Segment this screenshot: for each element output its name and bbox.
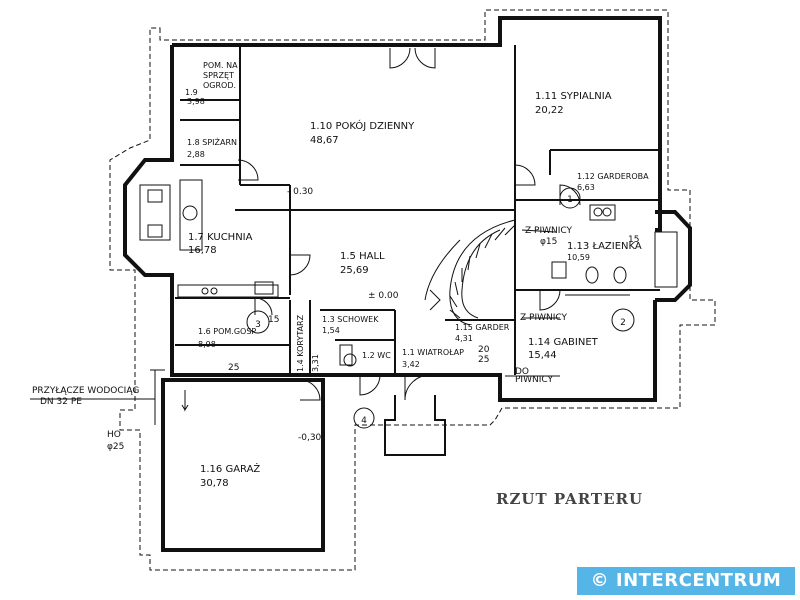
svg-text:1.15 GARDER: 1.15 GARDER — [455, 323, 510, 332]
svg-text:25,69: 25,69 — [340, 265, 369, 276]
svg-text:48,67: 48,67 — [310, 135, 339, 146]
water-line-label: PRZYŁĄCZE WODOCIĄG — [32, 386, 139, 396]
svg-text:1.12 GARDEROBA: 1.12 GARDEROBA — [577, 172, 649, 181]
room-label-1-10: 1.10 POKÓJ DZIENNY 48,67 — [310, 119, 415, 146]
svg-text:3: 3 — [255, 320, 261, 330]
room-label-1-11: 1.11 SYPIALNIA 20,22 — [535, 91, 612, 116]
phi15-label: φ15 — [540, 237, 557, 247]
svg-text:1.5 HALL: 1.5 HALL — [340, 251, 385, 262]
svg-text:POM. NA: POM. NA — [203, 61, 238, 70]
marker-1: 1 — [559, 187, 581, 209]
room-label-1-8: 1.8 SPIŻARN 2,88 — [187, 137, 237, 159]
room-label-1-12: 1.12 GARDEROBA 6,63 — [577, 172, 649, 192]
svg-text:3,98: 3,98 — [187, 97, 205, 106]
svg-text:8,98: 8,98 — [198, 340, 216, 349]
plan-title: RZUT PARTERU — [496, 490, 644, 508]
room-label-1-16: 1.16 GARAŻ 30,78 — [200, 462, 260, 489]
svg-text:1.3 SCHOWEK: 1.3 SCHOWEK — [322, 315, 379, 324]
bathroom-fixtures — [339, 204, 678, 367]
room-label-1-3: 1.3 SCHOWEK 1,54 — [322, 315, 379, 335]
staircase — [424, 219, 516, 326]
room-label-1-5: 1.5 HALL 25,69 — [340, 251, 385, 276]
svg-text:OGROD.: OGROD. — [203, 81, 236, 90]
svg-text:3,31: 3,31 — [311, 354, 320, 372]
marker-2: 2 — [611, 308, 635, 332]
marker-4: 4 — [353, 407, 375, 429]
level-hall: ± 0.00 — [368, 291, 399, 301]
room-label-1-6: 1.6 POM.GOSP 8,98 — [198, 327, 256, 349]
svg-text:1.8 SPIŻARN: 1.8 SPIŻARN — [187, 137, 237, 147]
to-basement-label-1: DO — [515, 367, 529, 377]
svg-text:1.13 ŁAZIENKA: 1.13 ŁAZIENKA — [567, 241, 642, 252]
room-label-1-7: 1.7 KUCHNIA 16,78 — [188, 232, 253, 256]
ho-label: HO — [107, 430, 121, 440]
from-basement-label-1: Z PIWNICY — [525, 226, 573, 236]
level-garage-exit: -0,30 — [298, 433, 322, 443]
svg-text:SPRZĘT: SPRZĘT — [203, 71, 234, 80]
svg-text:16,78: 16,78 — [188, 245, 217, 256]
svg-text:1.9: 1.9 — [185, 88, 198, 97]
kitchen-fixtures — [139, 179, 279, 298]
svg-text:1.11 SYPIALNIA: 1.11 SYPIALNIA — [535, 91, 612, 102]
level-kitchen-exit: - 0.30 — [287, 187, 313, 197]
svg-text:1.1 WIATROŁAP: 1.1 WIATROŁAP — [402, 348, 464, 357]
svg-text:1: 1 — [567, 195, 573, 205]
water-line-spec: DN 32 PE — [40, 397, 82, 407]
marker-3: 3 — [246, 310, 270, 334]
svg-text:2,88: 2,88 — [187, 150, 205, 159]
dimension-15-a: 15 — [268, 315, 279, 325]
svg-text:1.16 GARAŻ: 1.16 GARAŻ — [200, 462, 260, 475]
svg-text:3,42: 3,42 — [402, 360, 420, 369]
svg-text:30,78: 30,78 — [200, 478, 229, 489]
outer-wall-main — [123, 16, 662, 402]
svg-text:1.6 POM.GOSP: 1.6 POM.GOSP — [198, 327, 256, 336]
bathroom-bay-wall — [655, 210, 692, 302]
room-label-1-4: 1.4 KORYTARZ 3,31 — [296, 314, 320, 372]
svg-text:1.10 POKÓJ DZIENNY: 1.10 POKÓJ DZIENNY — [310, 119, 415, 132]
svg-text:1.2 WC: 1.2 WC — [362, 351, 391, 360]
svg-text:4,31: 4,31 — [455, 334, 473, 343]
to-basement-label-2: PIWNICY — [515, 375, 553, 385]
svg-text:1.4 KORYTARZ: 1.4 KORYTARZ — [296, 314, 305, 372]
garage-wall — [161, 378, 325, 552]
svg-text:1.7 KUCHNIA: 1.7 KUCHNIA — [188, 232, 253, 243]
room-label-1-14: 1.14 GABINET 15,44 — [528, 337, 599, 361]
phi25-label: φ25 — [107, 442, 124, 452]
room-label-1-9: POM. NA SPRZĘT OGROD. 1.9 3,98 — [185, 61, 238, 106]
room-label-1-13: 1.13 ŁAZIENKA 10,59 — [567, 241, 642, 262]
room-label-1-15: 1.15 GARDER 4,31 — [455, 323, 510, 343]
porch-outline — [384, 395, 446, 456]
pipe-arrows — [505, 229, 560, 377]
svg-text:1,54: 1,54 — [322, 326, 340, 335]
svg-text:4: 4 — [361, 416, 367, 426]
dimension-15-b: 15 — [628, 235, 639, 245]
interior-walls — [175, 45, 660, 375]
room-label-1-2: 1.2 WC — [362, 351, 391, 360]
room-label-1-1: 1.1 WIATROŁAP 3,42 — [402, 348, 464, 369]
brand-watermark: © INTERCENTRUM — [577, 567, 795, 595]
dimension-25-b: 25 — [478, 355, 489, 365]
dimension-20: 20 — [478, 345, 490, 355]
svg-text:1.14 GABINET: 1.14 GABINET — [528, 337, 599, 348]
dimension-25: 25 — [228, 363, 239, 373]
svg-text:15,44: 15,44 — [528, 350, 557, 361]
from-basement-label-2: Z PIWNICY — [520, 313, 568, 323]
svg-text:2: 2 — [620, 318, 626, 328]
water-connection — [30, 369, 189, 425]
svg-text:6,63: 6,63 — [577, 183, 595, 192]
svg-text:10,59: 10,59 — [567, 253, 590, 262]
svg-text:20,22: 20,22 — [535, 105, 564, 116]
